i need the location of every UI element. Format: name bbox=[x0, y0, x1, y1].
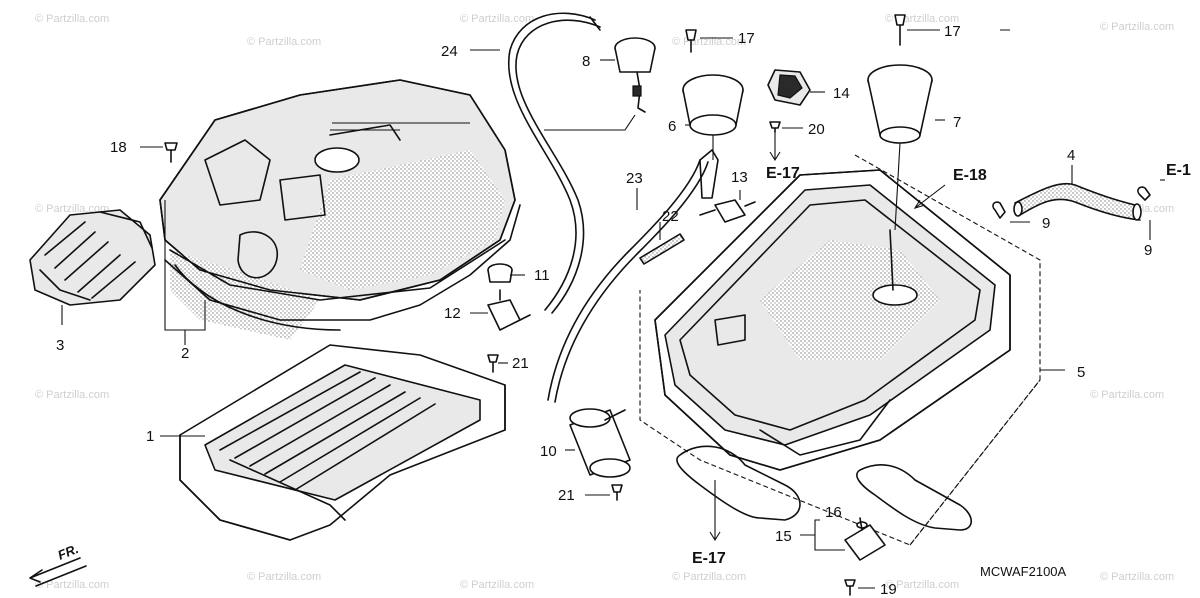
duct-6 bbox=[682, 74, 744, 160]
hose-4 bbox=[1013, 182, 1142, 221]
callout-1: 1 bbox=[146, 428, 154, 445]
callout-21-lower: 21 bbox=[558, 487, 575, 504]
cup-7 bbox=[867, 64, 933, 231]
watermark: © Partzilla.com bbox=[885, 579, 959, 591]
solenoid-12 bbox=[487, 289, 531, 331]
clamps-9 bbox=[992, 186, 1151, 219]
canister-10 bbox=[569, 408, 631, 478]
callout-8: 8 bbox=[582, 53, 590, 70]
watermark: © Partzilla.com bbox=[35, 203, 109, 215]
callout-17-left: 17 bbox=[738, 30, 755, 47]
reference-arrows bbox=[709, 128, 1165, 542]
callout-9-left: 9 bbox=[1042, 215, 1050, 232]
intake-boot bbox=[29, 209, 156, 306]
diagram-code: MCWAF2100A bbox=[980, 564, 1067, 579]
callout-5: 5 bbox=[1077, 364, 1085, 381]
watermark: © Partzilla.com bbox=[1090, 389, 1164, 401]
valve-13 bbox=[699, 199, 756, 223]
callout-19: 19 bbox=[880, 581, 897, 598]
air-cleaner-housing bbox=[159, 79, 521, 340]
watermark: © Partzilla.com bbox=[1100, 21, 1174, 33]
watermark: © Partzilla.com bbox=[247, 36, 321, 48]
callout-18: 18 bbox=[110, 139, 127, 156]
reference-labels: E-17 E-17 E-18 E-1 bbox=[692, 162, 1191, 567]
sensor-14 bbox=[767, 69, 811, 106]
ref-e18: E-18 bbox=[953, 167, 987, 184]
watermark: © Partzilla.com bbox=[672, 571, 746, 583]
watermark-layer: © Partzilla.com © Partzilla.com © Partzi… bbox=[35, 13, 1174, 591]
watermark: © Partzilla.com bbox=[460, 579, 534, 591]
tube-22 bbox=[639, 233, 685, 265]
callout-15: 15 bbox=[775, 528, 792, 545]
callout-7: 7 bbox=[953, 114, 961, 131]
callout-21-upper: 21 bbox=[512, 355, 529, 372]
callout-22: 22 bbox=[662, 208, 679, 225]
air-filter-element bbox=[179, 344, 506, 541]
callout-13: 13 bbox=[731, 169, 748, 186]
drain-assembly bbox=[844, 517, 886, 561]
callout-3: 3 bbox=[56, 337, 64, 354]
ref-e1: E-1 bbox=[1166, 162, 1191, 179]
callout-14: 14 bbox=[833, 85, 850, 102]
watermark: © Partzilla.com bbox=[460, 13, 534, 25]
watermark: © Partzilla.com bbox=[35, 579, 109, 591]
callout-2: 2 bbox=[181, 345, 189, 362]
callout-4: 4 bbox=[1067, 147, 1075, 164]
watermark: © Partzilla.com bbox=[247, 571, 321, 583]
tube-24 bbox=[507, 12, 601, 314]
front-marker-label: FR. bbox=[56, 541, 81, 563]
sub-case bbox=[654, 169, 1011, 471]
callout-labels: 1 2 3 4 5 6 7 8 9 9 10 11 12 13 14 15 16… bbox=[56, 23, 1152, 598]
watermark: © Partzilla.com bbox=[1100, 571, 1174, 583]
callout-23: 23 bbox=[626, 170, 643, 187]
callout-9-right: 9 bbox=[1144, 242, 1152, 259]
ref-e17-bottom: E-17 bbox=[692, 550, 726, 567]
watermark: © Partzilla.com bbox=[35, 389, 109, 401]
assembly-guides bbox=[639, 154, 1065, 546]
callout-12: 12 bbox=[444, 305, 461, 322]
callout-10: 10 bbox=[540, 443, 557, 460]
front-arrow: FR. bbox=[29, 541, 87, 587]
callout-20: 20 bbox=[808, 121, 825, 138]
callout-17-right: 17 bbox=[944, 23, 961, 40]
valve-8 bbox=[614, 37, 656, 113]
cap-11 bbox=[487, 263, 513, 283]
callout-24: 24 bbox=[441, 43, 458, 60]
watermark: © Partzilla.com bbox=[35, 13, 109, 25]
ref-e17-top: E-17 bbox=[766, 165, 800, 182]
tube-23 bbox=[547, 149, 719, 403]
callout-11: 11 bbox=[534, 267, 550, 284]
screws bbox=[164, 14, 906, 596]
callout-leaders bbox=[61, 29, 1151, 589]
callout-6: 6 bbox=[668, 118, 676, 135]
gaskets bbox=[676, 445, 973, 531]
callout-16: 16 bbox=[825, 504, 842, 521]
